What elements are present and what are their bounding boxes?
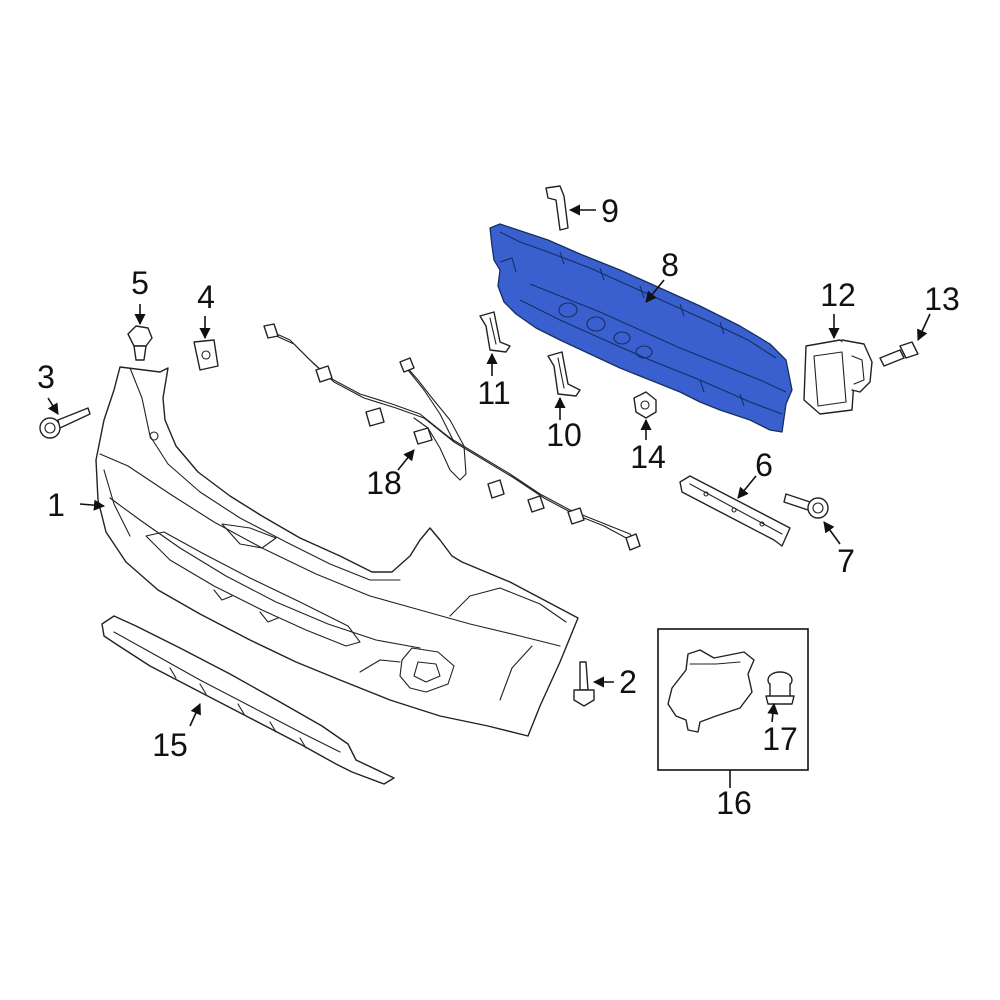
callout-12: 12 [820,277,856,313]
fog-lamp-box [657,628,809,771]
wiring-harness[interactable] [263,323,641,551]
bumper-cover[interactable] [95,366,579,737]
lower-absorber[interactable] [101,615,395,785]
bolt-5[interactable] [127,325,153,361]
stay-12[interactable] [803,339,873,415]
callout-8: 8 [661,247,679,283]
callout-7: 7 [837,543,855,579]
callout-3: 3 [37,359,55,395]
clip-4[interactable] [193,339,219,371]
bracket-11[interactable] [479,311,511,353]
callout-13: 13 [924,281,960,317]
nut-14[interactable] [633,391,657,419]
callout-17: 17 [762,721,798,757]
bolt-2[interactable] [573,661,595,707]
callout-18: 18 [366,465,402,501]
bolt-13[interactable] [879,341,919,367]
callout-9: 9 [601,193,619,229]
callout-6: 6 [755,447,773,483]
screw-7[interactable] [783,493,829,519]
reinforcement-6[interactable] [679,475,791,547]
callout-15: 15 [152,727,188,763]
fog-lamp-cover[interactable] [667,649,755,733]
retainer-17[interactable] [765,671,795,705]
callout-10: 10 [546,417,582,453]
callout-5: 5 [131,265,149,301]
callout-14: 14 [630,439,666,475]
bracket-9[interactable] [545,185,569,231]
callout-4: 4 [197,279,215,315]
impact-absorber[interactable] [489,223,793,433]
callout-2: 2 [619,664,637,700]
callout-1: 1 [47,487,65,523]
leader-lines [47,204,931,788]
callout-16: 16 [716,785,752,821]
screw-3[interactable] [39,407,91,439]
callout-labels: 1 2 3 4 5 6 7 8 9 10 11 12 13 14 15 16 1… [37,193,960,821]
fog-lamp-box-frame [657,628,809,771]
bracket-10[interactable] [547,351,581,397]
callout-11: 11 [477,375,510,411]
